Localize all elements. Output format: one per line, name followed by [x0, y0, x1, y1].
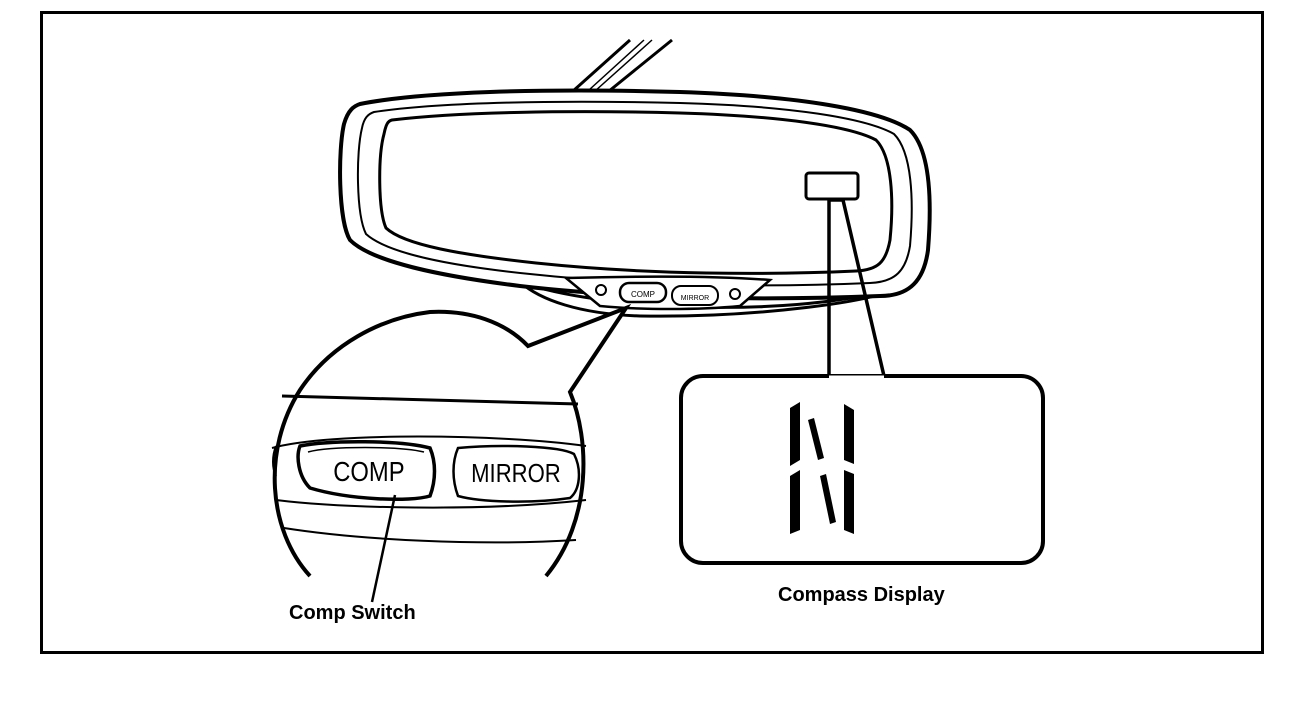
segment-diag-bottom: [820, 474, 836, 524]
compass-display-label: Compass Display: [778, 584, 945, 606]
pod-indicator-left-icon: [595, 284, 607, 296]
magnifier-circle-icon: [271, 303, 632, 578]
segment-right-bottom: [844, 470, 854, 534]
pod-comp-button-label: COMP: [631, 290, 655, 299]
mirror-button: [452, 444, 581, 503]
mirror-compass-window: [804, 171, 860, 201]
segment-left-bottom: [790, 470, 800, 534]
compass-display-box: [679, 374, 1045, 565]
magnifier-outline: [272, 303, 632, 578]
mirror-middle-rim: [356, 100, 913, 287]
comp-button-label: COMP: [333, 455, 404, 487]
segment-left-top: [790, 402, 800, 466]
button-pod: [562, 275, 774, 311]
pod-mirror-button-label: MIRROR: [681, 295, 709, 302]
comp-button: [296, 440, 437, 502]
comp-switch-leader: [370, 494, 397, 603]
rearview-mirror-icon: [338, 88, 932, 318]
segment-diag-top: [808, 418, 824, 460]
comp-switch-label: Comp Switch: [289, 602, 416, 624]
pod-mirror-button: [671, 285, 719, 306]
figure-border: [40, 11, 1264, 654]
pod-indicator-right-icon: [729, 288, 741, 300]
mirror-outer-rim: [338, 88, 932, 301]
mirror-glass: [378, 110, 894, 275]
compass-callout-pointer: [827, 198, 886, 377]
mirror-button-label: MIRROR: [471, 459, 561, 488]
pod-comp-button: [618, 281, 668, 304]
segment-right-top: [844, 404, 854, 464]
segment-display-icon: [679, 198, 1045, 565]
